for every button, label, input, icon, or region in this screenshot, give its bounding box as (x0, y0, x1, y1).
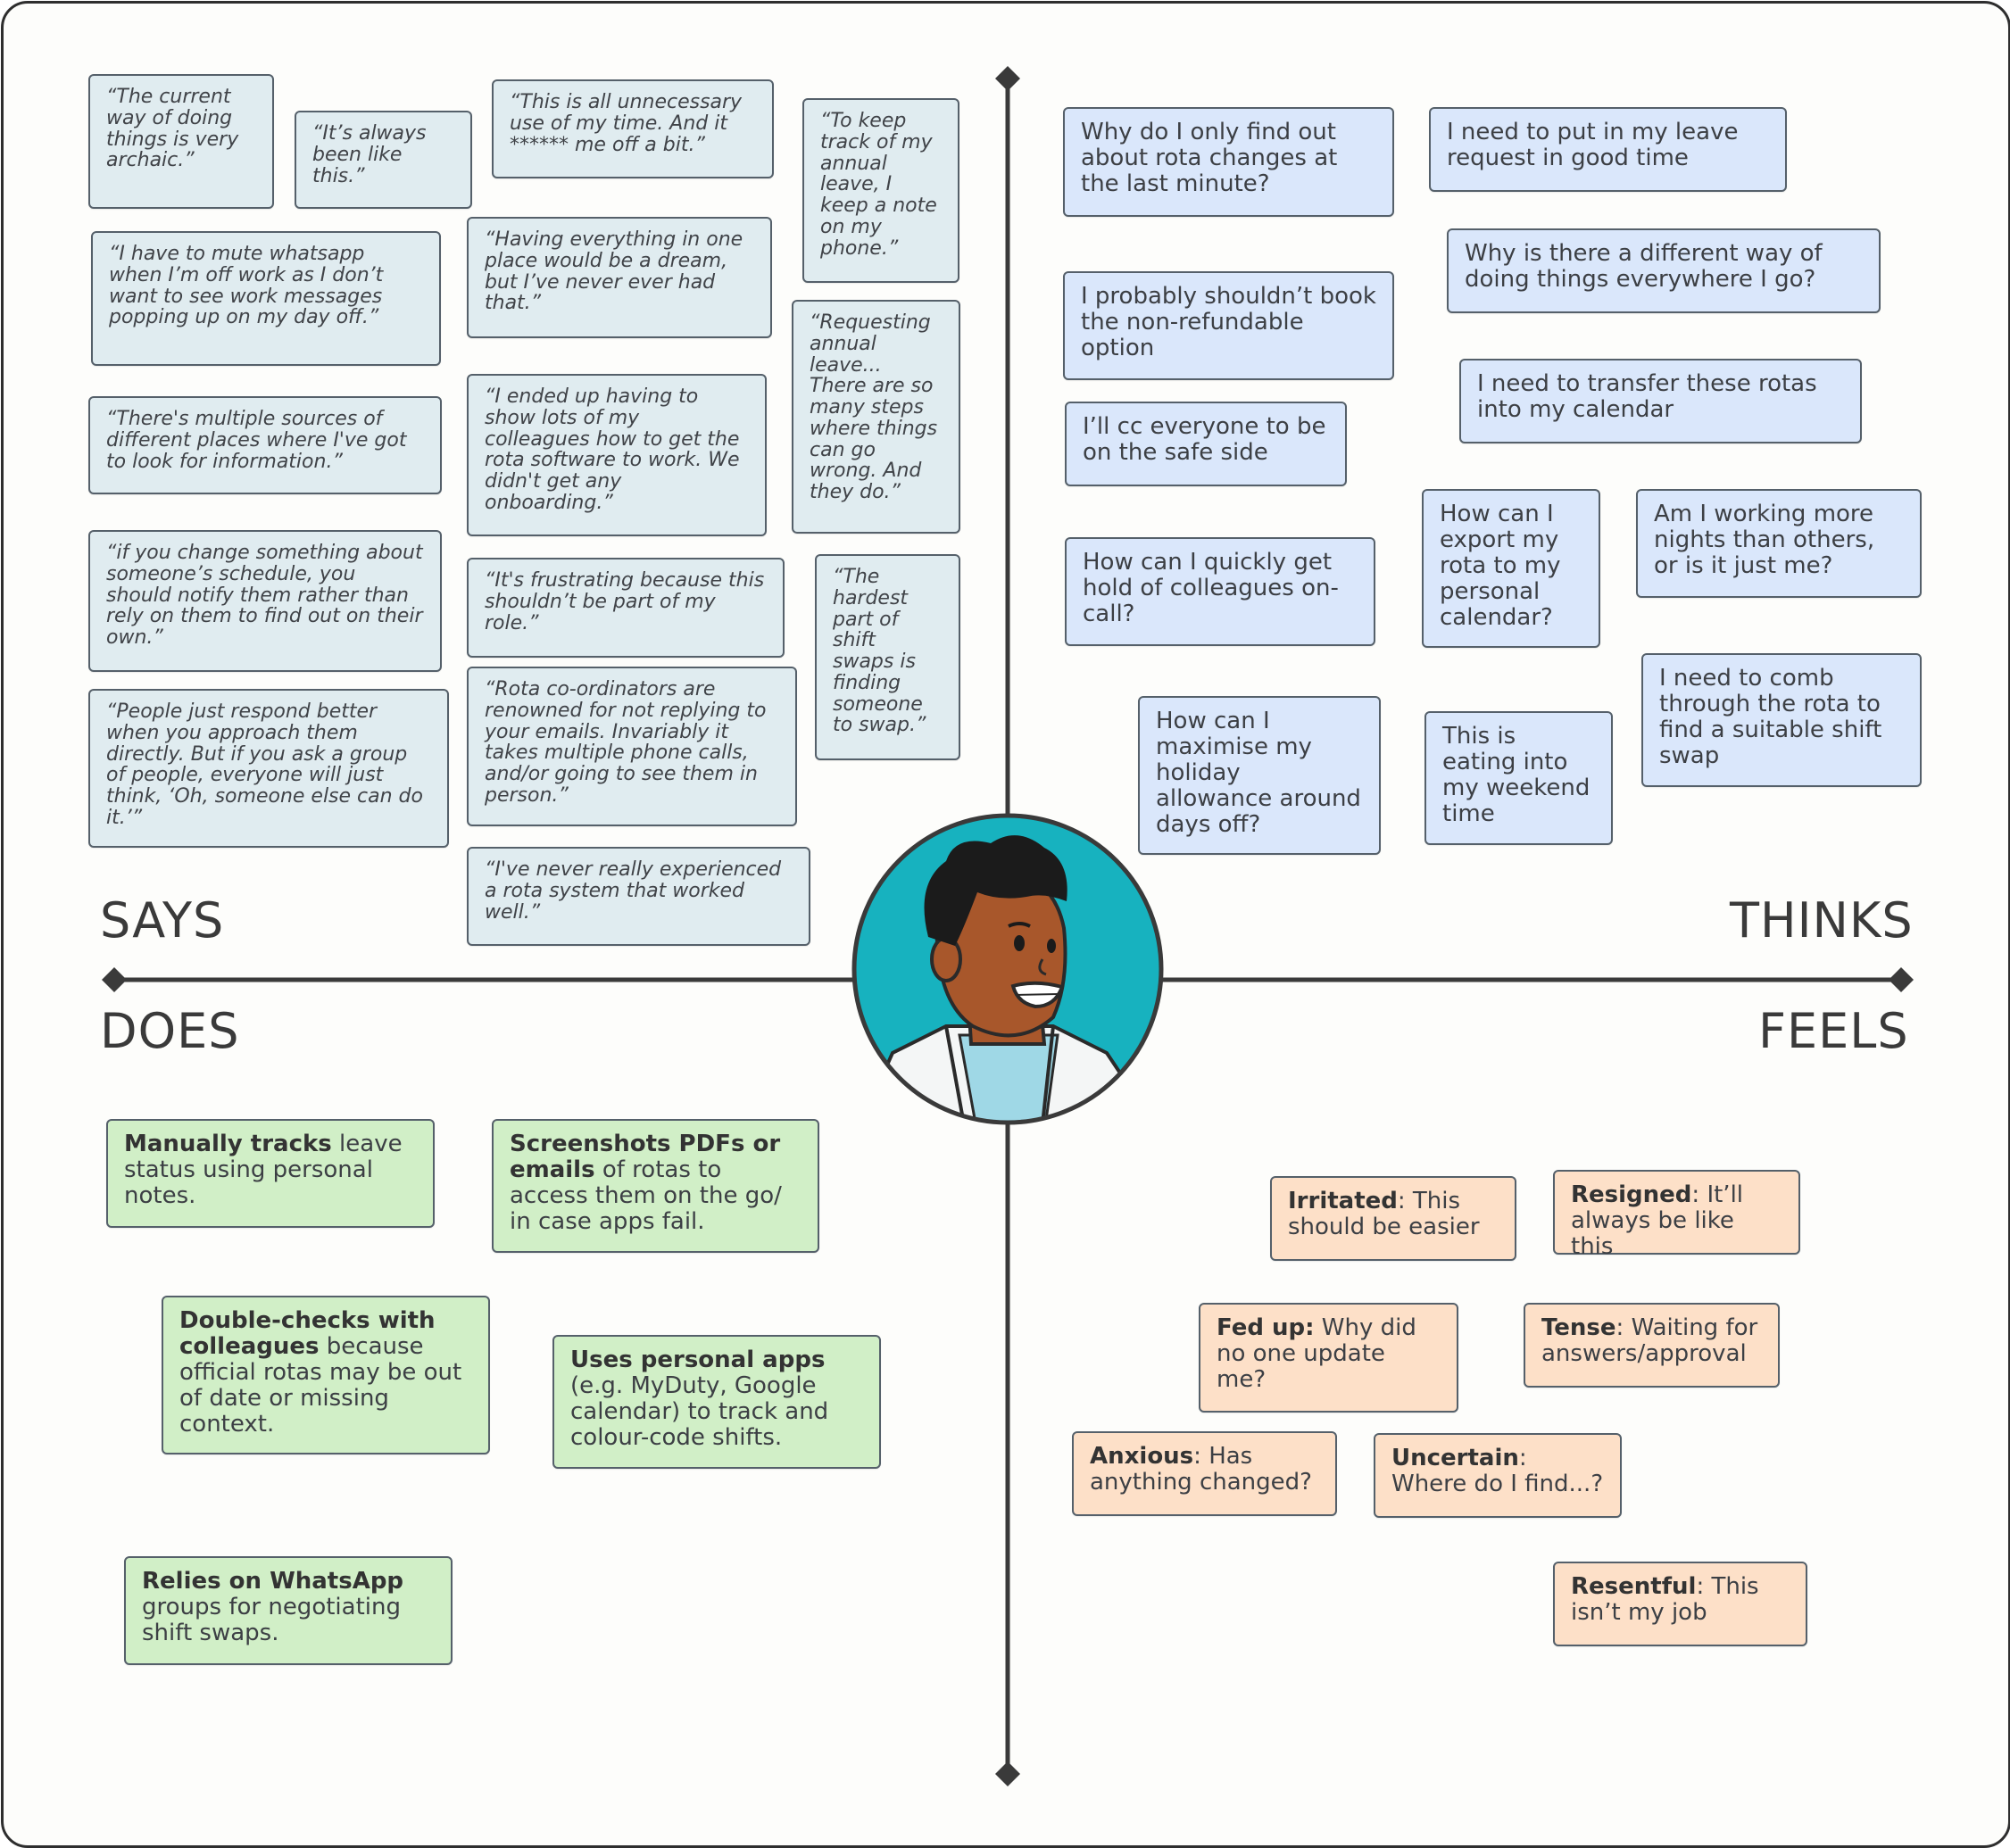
thinks-note: I need to transfer these rotas into my c… (1459, 359, 1862, 443)
axis-right-diamond-icon (1889, 967, 1914, 992)
says-note: “Rota co-ordinators are renowned for not… (467, 667, 797, 826)
thinks-note: This is eating into my weekend time (1424, 711, 1613, 845)
says-note: “This is all unnecessary use of my time.… (492, 79, 774, 178)
feels-note: Resentful: This isn’t my job (1553, 1562, 1807, 1646)
does-label: DOES (100, 1003, 240, 1059)
thinks-note: I’ll cc everyone to be on the safe side (1065, 402, 1347, 486)
says-note: “I ended up having to show lots of my co… (467, 374, 767, 536)
thinks-note: Why do I only find out about rota change… (1063, 107, 1394, 217)
axis-bottom-diamond-icon (995, 1761, 1020, 1786)
says-note: “Having everything in one place would be… (467, 217, 772, 338)
thinks-label: THINKS (1730, 892, 1914, 949)
thinks-note: How can I quickly get hold of colleagues… (1065, 537, 1375, 646)
axis-top-diamond-icon (995, 66, 1020, 91)
does-note: Uses personal apps (e.g. MyDuty, Google … (552, 1335, 881, 1469)
thinks-note: I need to put in my leave request in goo… (1429, 107, 1787, 192)
says-note: “I've never really experienced a rota sy… (467, 847, 810, 946)
does-note: Relies on WhatsApp groups for negotiatin… (124, 1556, 453, 1665)
thinks-note: I probably shouldn’t book the non-refund… (1063, 271, 1394, 380)
says-note: “It's frustrating because this shouldn’t… (467, 558, 785, 658)
does-note: Double-checks with colleagues because of… (162, 1296, 490, 1454)
says-note: “To keep track of my annual leave, I kee… (802, 98, 959, 283)
does-note: Manually tracks leave status using perso… (106, 1119, 435, 1228)
feels-note: Anxious: Has anything changed? (1072, 1431, 1337, 1516)
says-note: “The current way of doing things is very… (88, 74, 274, 209)
says-label: SAYS (100, 892, 225, 949)
says-note: “The hardest part of shift swaps is find… (815, 554, 960, 760)
feels-note: Resigned: It’ll always be like this (1553, 1170, 1800, 1260)
feels-note: Tense: Waiting for answers/approval (1524, 1303, 1780, 1388)
thinks-note: How can I maximise my holiday allowance … (1138, 696, 1381, 855)
says-note: “People just respond better when you app… (88, 689, 449, 848)
feels-label: FEELS (1758, 1003, 1909, 1059)
thinks-note: Am I working more nights than others, or… (1636, 489, 1922, 598)
doctor-avatar-icon (851, 813, 1164, 1125)
says-note: “There's multiple sources of different p… (88, 396, 442, 494)
says-note: “if you change something about someone’s… (88, 530, 442, 672)
says-note: “I have to mute whatsapp when I’m off wo… (91, 231, 441, 366)
feels-note: Fed up: Why did no one update me? (1199, 1303, 1458, 1413)
feels-note: Uncertain: Where do I find...? (1374, 1433, 1622, 1518)
thinks-note: How can I export my rota to my personal … (1422, 489, 1600, 648)
thinks-note: Why is there a different way of doing th… (1447, 228, 1881, 313)
feels-note: Irritated: This should be easier (1270, 1176, 1516, 1261)
thinks-note: I need to comb through the rota to find … (1641, 653, 1922, 787)
axis-left-diamond-icon (102, 967, 127, 992)
says-note: “Requesting annual leave... There are so… (792, 300, 960, 534)
says-note: “It’s always been like this.” (295, 111, 472, 209)
does-note: Screenshots PDFs or emails of rotas to a… (492, 1119, 819, 1253)
